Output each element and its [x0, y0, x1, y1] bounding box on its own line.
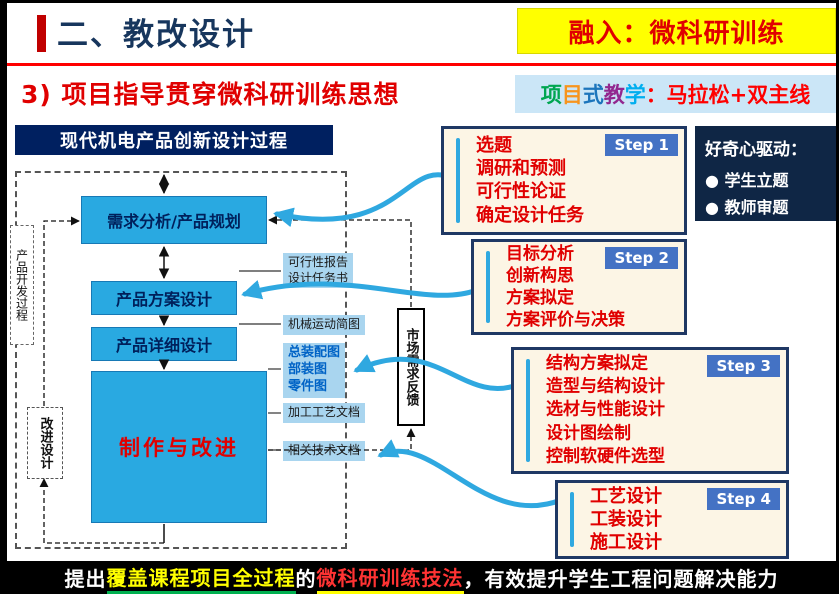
step-item: 调研和预测 — [476, 158, 566, 180]
rainbow-char: 项 — [540, 83, 562, 107]
step-item: 控制软硬件选型 — [546, 446, 665, 467]
flowchart-title: 现代机电产品创新设计过程 — [15, 125, 333, 155]
step-1-label: Step 1 — [605, 134, 678, 156]
step-3-box: 结构方案拟定 造型与结构设计 选材与性能设计 设计图绘制 控制软硬件选型 Ste… — [511, 347, 789, 474]
summary-segment: ，有效提升学生工程问题解决能力 — [463, 567, 779, 591]
doc-line: 总装配图 — [288, 345, 341, 360]
step-4-label: Step 4 — [707, 488, 780, 510]
doc-label-drawings: 总装配图 部装图 零件图 — [283, 343, 346, 398]
step-3-items: 结构方案拟定 造型与结构设计 选材与性能设计 设计图绘制 控制软硬件选型 — [546, 352, 665, 469]
step-item: 方案评价与决策 — [506, 310, 625, 331]
step-item: 目标分析 — [506, 243, 574, 264]
step-item: 选材与性能设计 — [546, 399, 665, 420]
title-accent-bar — [37, 15, 46, 52]
section-title: 3) 项目指导贯穿微科研训练思想 — [21, 80, 400, 109]
flow-box-requirements: 需求分析/产品规划 — [81, 196, 267, 244]
curiosity-bullet: ● 教师审题 — [705, 194, 832, 218]
step-item: 方案拟定 — [506, 288, 574, 308]
step-item: 选题 — [476, 134, 512, 156]
doc-label-tech-docs: 相关技术文档 — [283, 441, 366, 461]
curiosity-title: 好奇心驱动： — [705, 140, 807, 160]
curiosity-bullet: ● 学生立题 — [705, 167, 832, 191]
step-item: 设计图绘制 — [546, 423, 631, 444]
doc-line: 可行性报告 — [288, 255, 349, 269]
step-4-box: 工艺设计 工装设计 施工设计 Step 4 — [555, 480, 789, 559]
summary-segment-highlight: 覆盖课程项目全过程 — [106, 562, 296, 594]
bullet-icon: ● — [705, 198, 719, 217]
step-item: 施工设计 — [590, 532, 662, 554]
market-feedback-box: 市场需求反馈 — [397, 308, 425, 426]
connector-bracket — [570, 492, 574, 547]
rainbow-char: 学 — [624, 83, 646, 107]
doc-line: 设计任务书 — [288, 270, 349, 285]
step-item: 造型与结构设计 — [546, 376, 665, 397]
doc-line: 加工工艺文档 — [288, 405, 361, 419]
step-2-box: 目标分析 创新构思 方案拟定 方案评价与决策 Step 2 — [471, 239, 687, 335]
improve-design-box: 改进设计 — [27, 407, 63, 479]
doc-label-kinematics: 机械运动简图 — [283, 315, 366, 335]
doc-line: 相关技术文档 — [288, 443, 361, 457]
doc-line: 机械运动简图 — [288, 317, 361, 331]
summary-segment: 的 — [295, 567, 317, 591]
process-vertical-label: 产品开发过程 — [10, 225, 34, 345]
curiosity-bullet-text: 学生立题 — [724, 171, 789, 190]
flow-box-scheme-design: 产品方案设计 — [91, 281, 237, 315]
rainbow-char: 式 — [582, 83, 604, 107]
curiosity-driven-box: 好奇心驱动： ● 学生立题 ● 教师审题 — [695, 126, 836, 221]
step-item: 创新构思 — [506, 265, 574, 286]
doc-label-feasibility: 可行性报告 设计任务书 — [283, 253, 354, 289]
flowchart-dashed-frame — [15, 171, 347, 549]
flow-box-make-improve: 制作与改进 — [91, 371, 267, 523]
rainbow-char: 教 — [603, 83, 625, 107]
step-1-box: 选题 调研和预测 可行性论证 确定设计任务 Step 1 — [441, 126, 687, 235]
step-1-items: 选题 调研和预测 可行性论证 确定设计任务 — [476, 134, 584, 228]
summary-segment-highlight: 微科研训练技法 — [316, 562, 464, 594]
rainbow-char: 目 — [561, 83, 583, 107]
teaching-mode-text: ：马拉松+双主线 — [645, 83, 811, 107]
bullet-icon: ● — [705, 171, 719, 190]
step-4-items: 工艺设计 工装设计 施工设计 — [590, 484, 662, 554]
summary-bar: 提出 覆盖课程项目全过程 的 微科研训练技法 ，有效提升学生工程问题解决能力 — [7, 561, 836, 594]
doc-line: 部装图 — [288, 361, 328, 377]
connector-bracket — [456, 138, 460, 223]
step-item: 可行性论证 — [476, 181, 566, 203]
step-3-label: Step 3 — [707, 355, 780, 377]
connector-bracket — [526, 359, 530, 462]
step-item: 确定设计任务 — [476, 204, 584, 226]
step-2-items: 目标分析 创新构思 方案拟定 方案评价与决策 — [506, 243, 625, 331]
step-item: 工装设计 — [590, 508, 662, 530]
flow-box-detail-design: 产品详细设计 — [91, 327, 237, 361]
teaching-mode-box: 项 目 式 教 学 ：马拉松+双主线 — [515, 75, 836, 113]
header-divider — [7, 63, 836, 66]
summary-segment: 提出 — [64, 567, 107, 591]
page-title: 二、教改设计 — [57, 17, 255, 53]
step-item: 结构方案拟定 — [546, 352, 648, 373]
topic-badge: 融入：微科研训练 — [517, 8, 836, 54]
connector-bracket — [486, 251, 490, 323]
step-item: 工艺设计 — [590, 485, 662, 507]
doc-label-process-docs: 加工工艺文档 — [283, 403, 366, 423]
curiosity-bullet-text: 教师审题 — [724, 198, 789, 217]
step-2-label: Step 2 — [605, 247, 678, 269]
doc-line: 零件图 — [288, 378, 328, 394]
